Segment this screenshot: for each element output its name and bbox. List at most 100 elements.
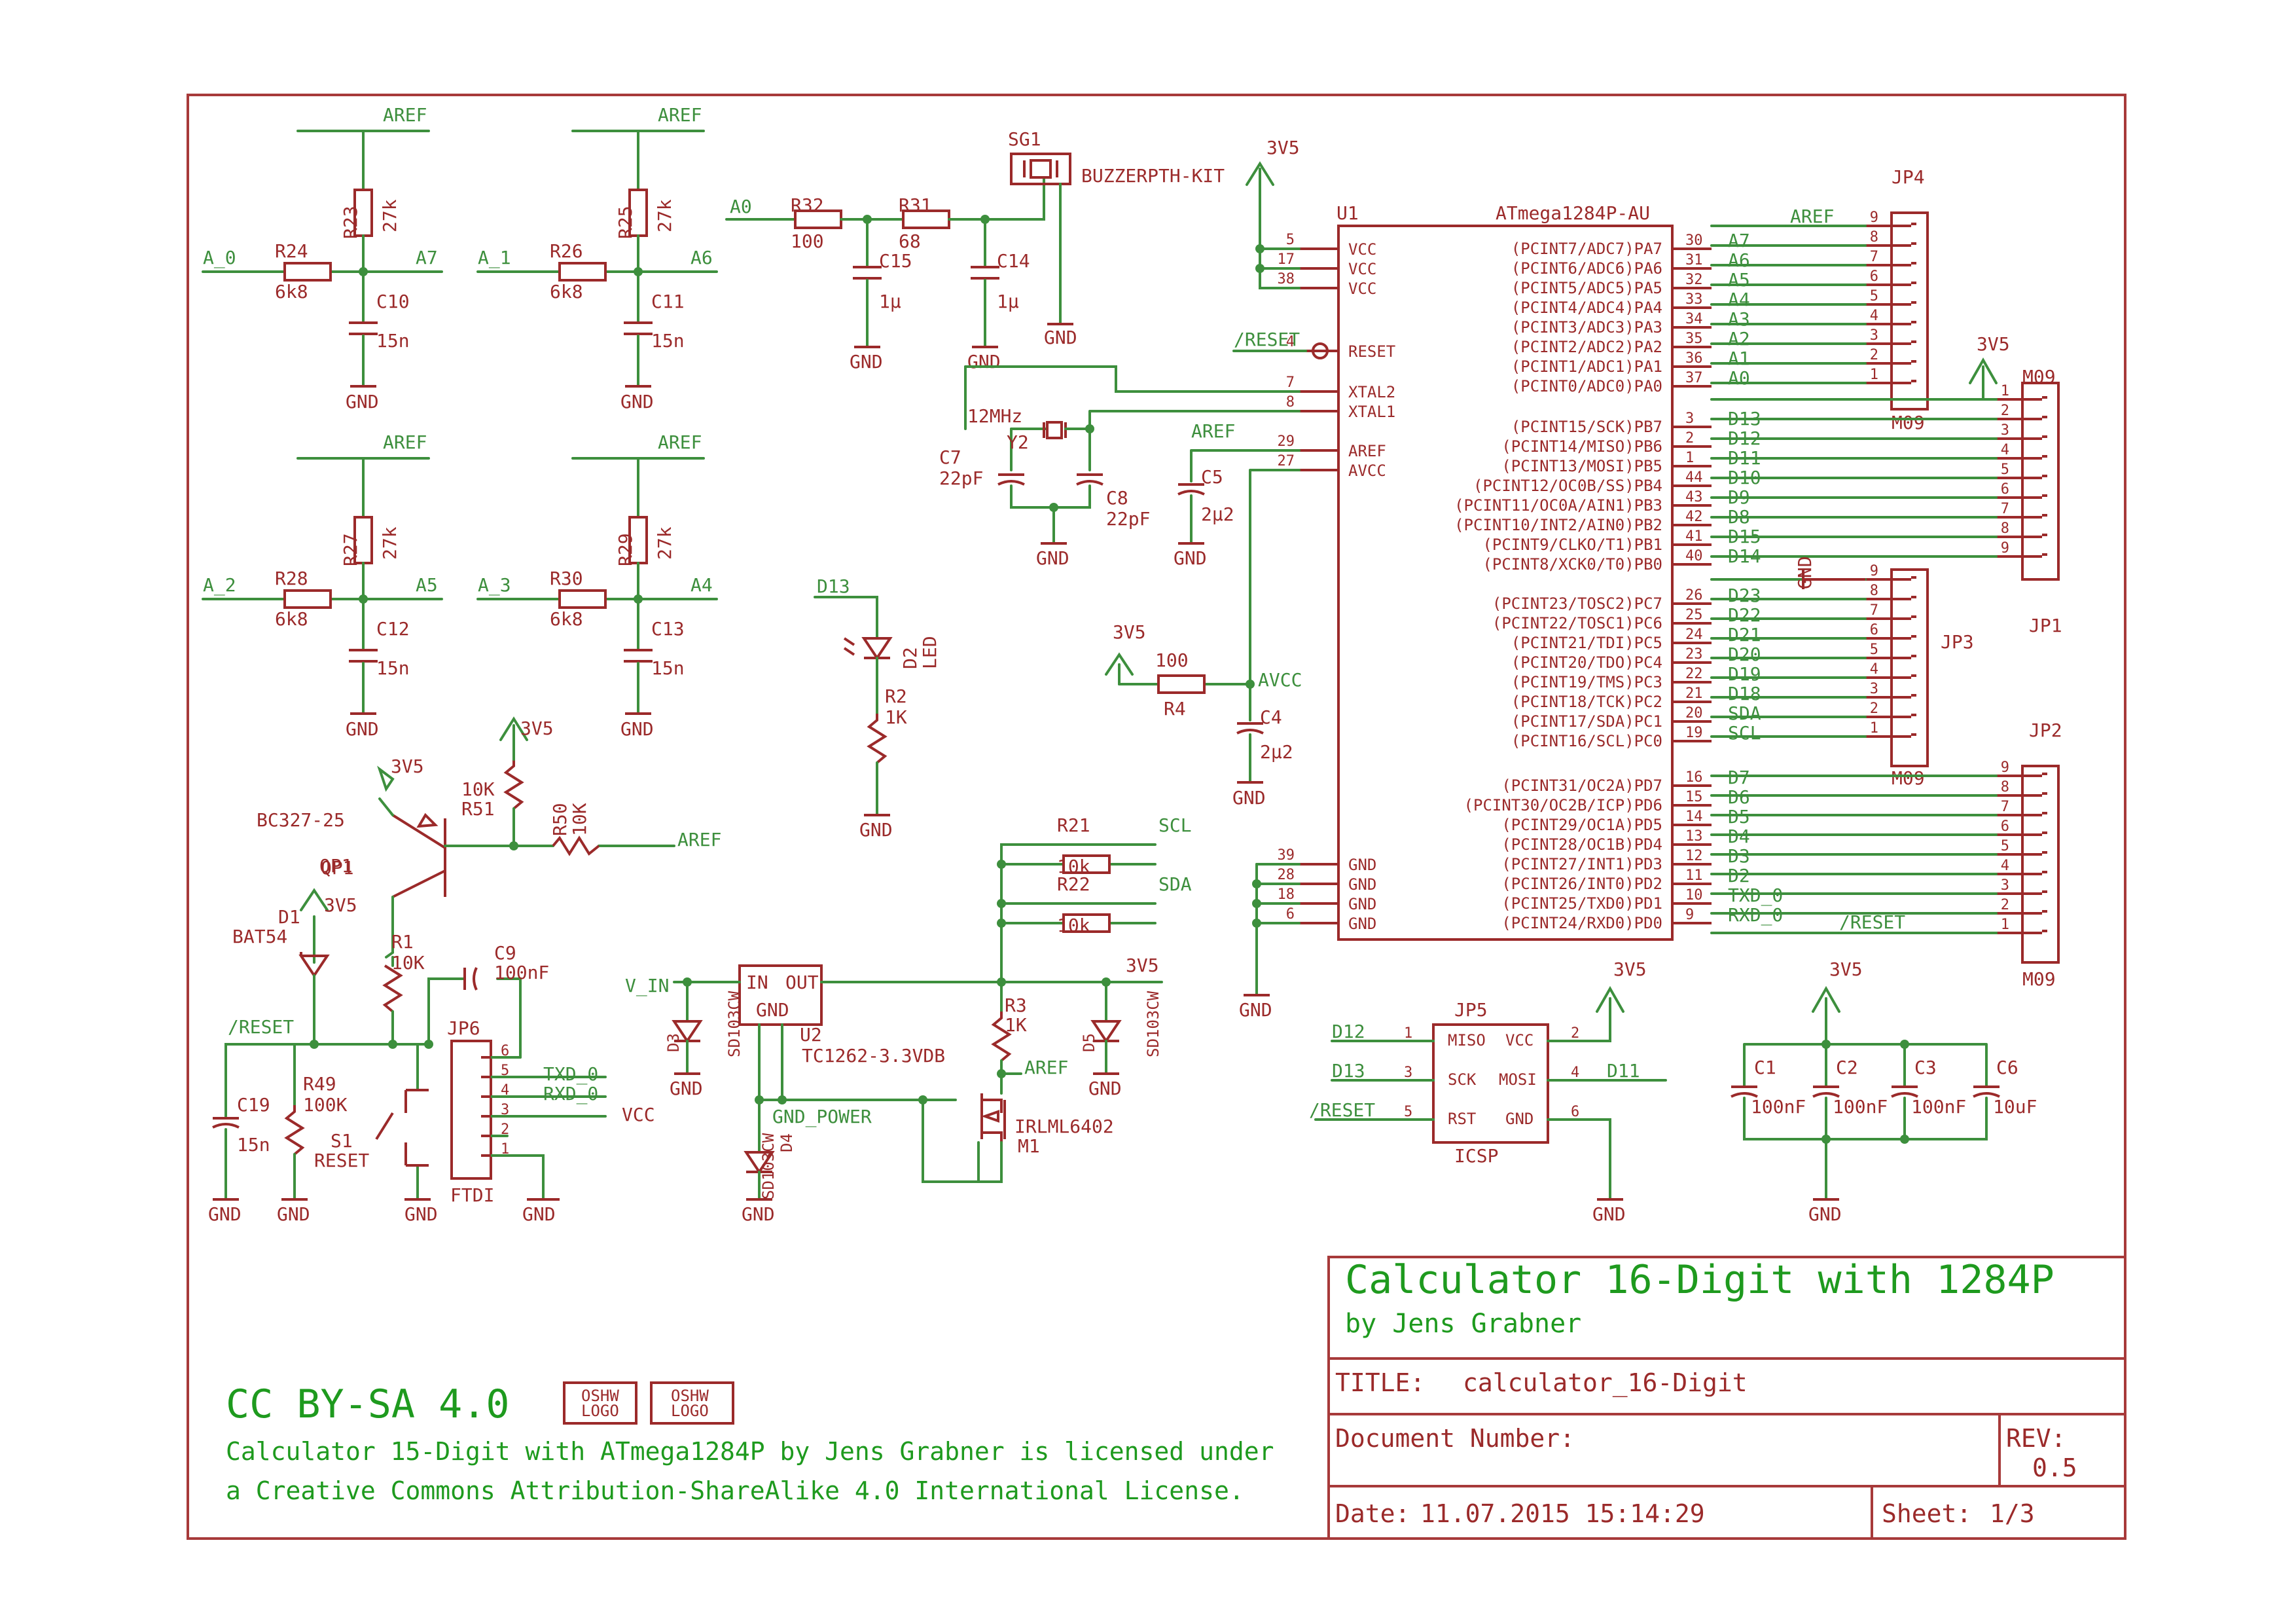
c4-value: 2μ2 — [1260, 741, 1293, 763]
gnd-label: GND — [620, 718, 654, 740]
mcu-pin-number: 11 — [1685, 867, 1703, 884]
header-pin-number: 2 — [2001, 403, 2009, 419]
divider-rin-ref: R24 — [275, 240, 308, 262]
reset-net-label: /RESET — [1234, 329, 1300, 350]
mcu-pin-name: (PCINT23/TOSC2)PC7 — [1492, 594, 1662, 613]
sheet-value: 1/3 — [1990, 1499, 2035, 1528]
c2-ref: C2 — [1836, 1057, 1858, 1078]
mcu-pin-number: 17 — [1278, 251, 1295, 268]
project-title: Calculator 16-Digit with 1284P — [1345, 1257, 2054, 1303]
header-pin-number: 3 — [2001, 877, 2009, 894]
jp6-pin-number: 2 — [501, 1122, 509, 1138]
divider-r-value: 27k — [654, 199, 675, 232]
mcu-pin-name: (PCINT5/ADC5)PA5 — [1511, 279, 1662, 297]
mcu-pin-name: GND — [1348, 915, 1376, 933]
mcu-pin-name: AVCC — [1348, 462, 1386, 480]
r4-value: 100 — [1155, 649, 1189, 671]
jp5-pin-number: 2 — [1571, 1025, 1579, 1042]
gnd-label: GND — [1174, 547, 1207, 569]
jp6-pin-number: 4 — [501, 1082, 509, 1099]
u2-pin-in: IN — [746, 972, 768, 993]
mcu-pin-name: (PCINT2/ADC2)PA2 — [1511, 338, 1662, 356]
mcu-net-label: D22 — [1728, 604, 1761, 626]
divider-c-ref: C10 — [376, 291, 410, 312]
header-pin-number: 1 — [1870, 367, 1878, 383]
jp6-pin-number: 3 — [501, 1102, 509, 1118]
u1-ref: U1 — [1336, 202, 1359, 224]
mcu-pin-number: 5 — [1286, 232, 1295, 248]
c6-ref: C6 — [1996, 1057, 2018, 1078]
d5-ref: D5 — [1080, 1033, 1098, 1052]
c9-value: 100nF — [494, 962, 549, 983]
d3-ref: D3 — [664, 1033, 683, 1052]
mcu-pin-number: 42 — [1685, 509, 1703, 525]
mcu-pin-number: 40 — [1685, 548, 1703, 564]
s1-ref: S1 — [331, 1130, 353, 1152]
mcu-net-label: D23 — [1728, 585, 1761, 606]
docnum-label: Document Number: — [1335, 1424, 1575, 1453]
header-pin-number: 2 — [2001, 897, 2009, 913]
mcu-net-label: TXD_0 — [1728, 884, 1783, 907]
jp5-ref: JP5 — [1454, 999, 1488, 1021]
rev-label: REV: — [2006, 1424, 2066, 1453]
mcu-pin-number: 8 — [1286, 394, 1295, 410]
header-pin-number: 7 — [1870, 602, 1878, 619]
date-value: 11.07.2015 15:14:29 — [1420, 1499, 1705, 1528]
y2-value: 12MHz — [967, 405, 1022, 427]
gnd-label: GND — [1044, 327, 1077, 348]
aref-net-label: AREF — [1790, 206, 1834, 227]
v33-label: 3V5 — [1613, 958, 1647, 980]
divider-rin-value: 6k8 — [275, 608, 308, 630]
mcu-pin-number: 15 — [1685, 789, 1703, 805]
mcu-net-label: D6 — [1728, 786, 1750, 808]
r3-ref: R3 — [1005, 994, 1027, 1016]
mcu-net-label: D19 — [1728, 663, 1761, 685]
mcu-net-label: D2 — [1728, 865, 1750, 886]
r50-value: 10K — [569, 803, 590, 836]
output-net-label: A5 — [416, 574, 438, 596]
header-value: M09 — [1892, 767, 1925, 789]
header-pin-number: 4 — [2001, 442, 2009, 458]
mcu-net-label: A3 — [1728, 308, 1750, 330]
mcu-pin-name: XTAL2 — [1348, 383, 1395, 401]
r50-ref: R50 — [549, 803, 571, 836]
jp6-ref: JP6 — [447, 1017, 480, 1039]
qp1-value: BC327-25 — [257, 809, 345, 831]
divider-r-value: 27k — [379, 526, 401, 560]
m1-ref: M1 — [1018, 1135, 1040, 1157]
jp6-pin-number: 1 — [501, 1141, 509, 1158]
title-value: calculator_16-Digit — [1463, 1368, 1748, 1398]
mcu-net-label: D4 — [1728, 826, 1750, 847]
input-net-label: A_3 — [478, 574, 511, 596]
divider-r-ref: R27 — [340, 533, 361, 566]
mcu-net-label: SDA — [1728, 702, 1761, 724]
mcu-net-label: A7 — [1728, 230, 1750, 251]
header-pin-number: 5 — [2001, 838, 2009, 854]
header-pin-number: 7 — [2001, 799, 2009, 815]
header-pin-number: 5 — [2001, 462, 2009, 478]
d13-net-label: D13 — [1332, 1060, 1365, 1082]
jp5-pin-mosi: MOSI — [1499, 1070, 1537, 1089]
mcu-pin-number: 41 — [1685, 528, 1703, 545]
divider-rin-ref: R30 — [550, 568, 583, 589]
aref-net-label: AREF — [1024, 1057, 1068, 1078]
gnd-label: GND — [620, 391, 654, 412]
mcu-pin-number: 22 — [1685, 666, 1703, 682]
divider-rin-value: 6k8 — [275, 281, 308, 302]
d4-value: SD103CW — [759, 1133, 778, 1199]
aref-net-label: AREF — [383, 104, 427, 126]
sheet-border — [187, 94, 2126, 1540]
v33-label: 3V5 — [520, 718, 554, 739]
header-pin-number: 9 — [2001, 540, 2009, 556]
header-pin-number: 5 — [1870, 642, 1878, 658]
header-pin-number: 3 — [1870, 327, 1878, 344]
header-value: M09 — [2022, 366, 2056, 388]
mcu-net-label: A1 — [1728, 348, 1750, 369]
header-ref: JP2 — [2029, 720, 2062, 741]
mcu-pin-number: 10 — [1685, 887, 1703, 903]
mcu-pin-name: GND — [1348, 856, 1376, 874]
